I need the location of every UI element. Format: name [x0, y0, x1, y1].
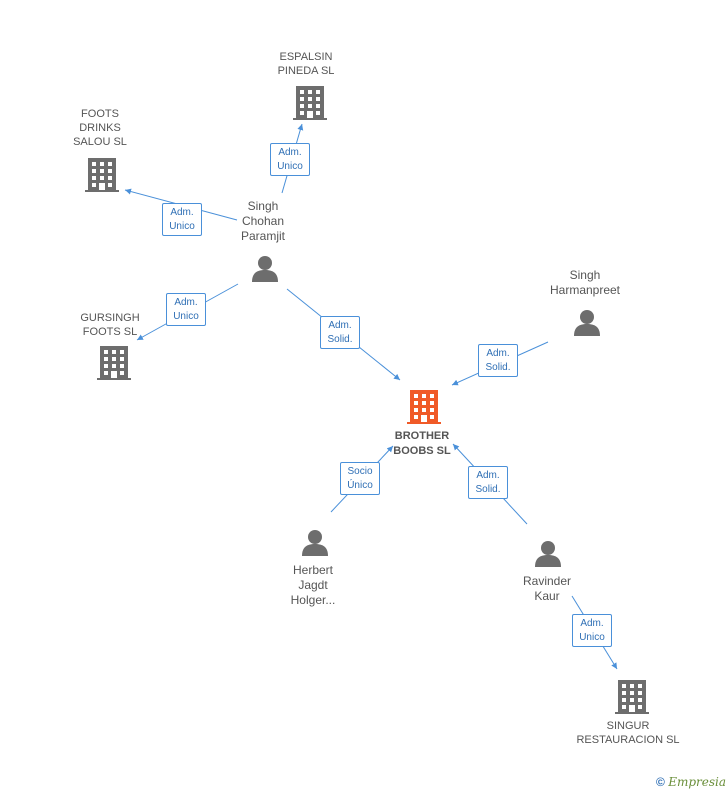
herbert-person-icon: [302, 530, 328, 556]
singh-harmanpreet-person-icon: [574, 310, 600, 336]
footer-brand[interactable]: © Empresia: [656, 775, 726, 789]
singur-label[interactable]: SINGUR RESTAURACION SL: [576, 720, 680, 746]
gursingh-building-icon: [97, 346, 131, 380]
singh-chohan-person-icon: [252, 256, 278, 282]
singh-chohan-label[interactable]: Singh Chohan Paramjit: [240, 199, 285, 243]
singur-building-icon: [615, 680, 649, 714]
ravinder-person-icon: [535, 541, 561, 567]
espalsin-label[interactable]: ESPALSIN PINEDA SL: [277, 51, 335, 77]
singh-harmanpreet-label[interactable]: Singh Harmanpreet: [549, 268, 621, 297]
edge-label-adm-solid[interactable]: Adm. Solid.: [478, 344, 518, 377]
espalsin-building-icon: [293, 86, 327, 120]
brother-boobs-building-icon: [407, 390, 441, 424]
edge-label-socio-unico[interactable]: Socio Único: [340, 462, 380, 495]
foots-drinks-label[interactable]: FOOTS DRINKS SALOU SL: [73, 108, 127, 148]
brand-name: Empresia: [668, 775, 726, 789]
edge-label-adm-unico[interactable]: Adm. Unico: [162, 203, 202, 236]
brother-boobs-label[interactable]: BROTHER BOOBS SL: [393, 430, 451, 457]
herbert-label[interactable]: Herbert Jagdt Holger...: [290, 563, 336, 607]
copyright-icon: ©: [656, 775, 665, 789]
edge-label-adm-unico[interactable]: Adm. Unico: [166, 293, 206, 326]
ravinder-label[interactable]: Ravinder Kaur: [522, 574, 572, 603]
foots-drinks-building-icon: [85, 158, 119, 192]
edge-label-adm-unico[interactable]: Adm. Unico: [270, 143, 310, 176]
edge-label-adm-solid[interactable]: Adm. Solid.: [468, 466, 508, 499]
edge-label-adm-solid[interactable]: Adm. Solid.: [320, 316, 360, 349]
gursingh-label[interactable]: GURSINGH FOOTS SL: [80, 312, 140, 338]
edge-label-adm-unico[interactable]: Adm. Unico: [572, 614, 612, 647]
